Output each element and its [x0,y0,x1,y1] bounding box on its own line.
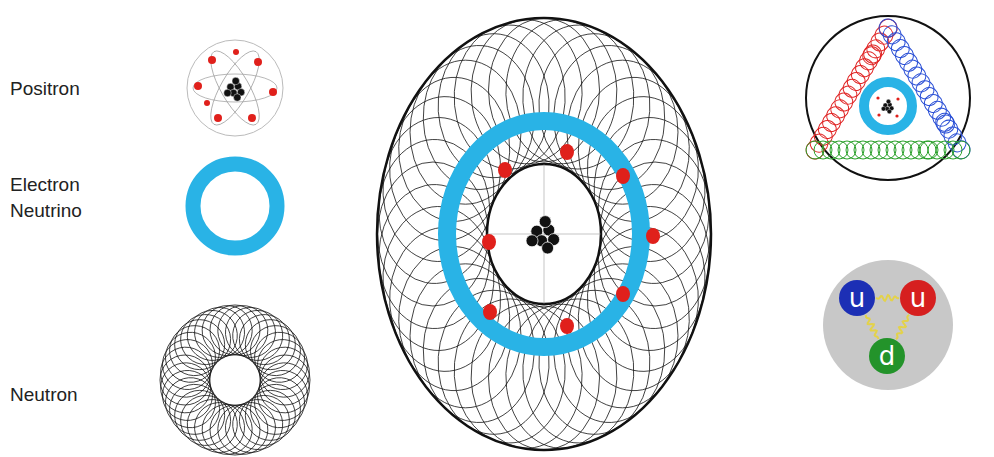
red-dot [895,114,898,117]
red-dot [254,58,262,66]
red-dot [194,82,202,90]
quark-letter: u [849,285,865,311]
neutron-spirograph [134,279,337,457]
particle-label: Positron [10,76,80,102]
red-dot [646,228,660,244]
gluon-wave [866,315,879,339]
particle-label: Electron Neutrino [10,172,114,223]
nucleus-cluster [526,216,560,254]
composite-atom [319,0,769,457]
loop-figure [803,16,974,180]
red-dot [483,304,497,320]
quark-circle: u [839,280,875,316]
neutrino-ring [864,82,912,130]
red-dot [248,114,256,122]
gluon-line [876,295,899,301]
positron-orbit [202,45,268,132]
red-dot [482,234,496,250]
gluon-line [896,315,909,339]
red-dot [204,100,210,106]
red-dot [498,162,512,178]
gluon-line [866,315,879,339]
figure-outline [806,16,970,180]
red-dot [560,318,574,334]
red-dot [616,168,630,184]
red-dot [616,286,630,302]
neutrino-ring [193,164,277,248]
quark-circle: d [869,338,905,374]
positron-orbit [193,74,277,102]
particle-label: Neutron [10,382,78,408]
quark-circle: u [900,280,936,316]
gluon-wave [876,295,899,301]
positron-outline [187,40,283,136]
gluon-wave [896,315,909,339]
red-dot [214,114,222,122]
red-dot [876,96,879,99]
big-spirograph [319,0,769,457]
quark-letter: u [910,285,926,311]
red-dot [877,113,880,116]
proton-disc [823,260,953,390]
red-dot [896,97,899,100]
quark-letter: d [879,343,896,369]
nucleus-cluster [881,99,894,113]
red-dot [560,144,574,160]
inner-core [487,164,601,304]
positron-icon [187,40,283,136]
neutrino-ring [447,121,641,347]
positron-orbit [202,45,268,132]
red-dot [208,56,216,64]
outer-boundary [377,18,711,450]
red-dot [233,49,239,55]
red-dot [269,88,277,96]
nucleus-cluster [224,77,245,101]
green-loops [806,141,970,159]
